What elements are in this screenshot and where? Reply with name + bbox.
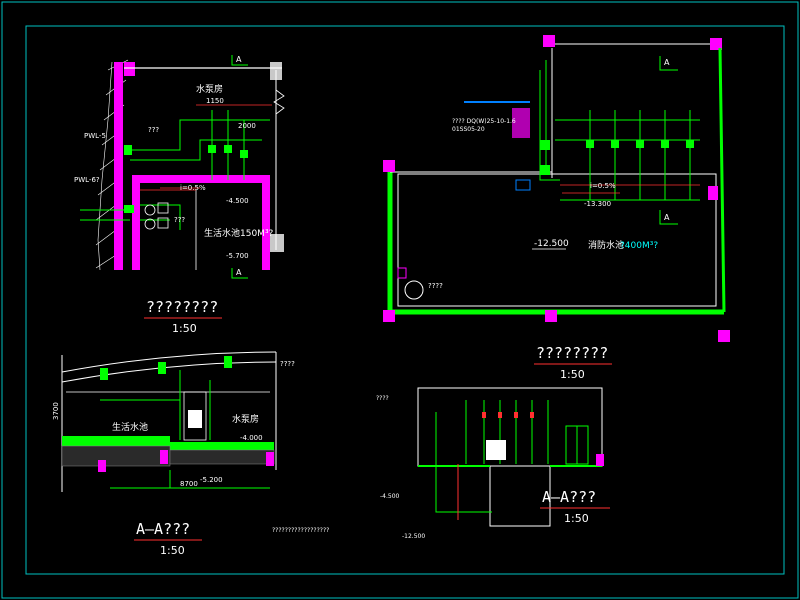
fire-tank-volume: ?400M³?: [620, 241, 658, 251]
drain-label-right: ????: [428, 282, 443, 290]
wall-left-outer: [114, 62, 123, 270]
column-right-5: [718, 330, 730, 342]
section-right-scale: 1:50: [564, 512, 589, 525]
section-marker-right-top: [659, 56, 678, 71]
section-right-q: ????: [376, 395, 389, 402]
section-mark-right-bottom: A: [664, 213, 670, 222]
level-left-b: -5.700: [226, 252, 249, 260]
section-left-tank: 生活水池: [112, 421, 148, 433]
level-left-a: -4.500: [226, 197, 249, 205]
section-left-room: 水泵房: [232, 413, 259, 425]
fire-tank-level: -12.500: [534, 239, 569, 249]
leaders-left: [140, 104, 272, 191]
column-section-3: [98, 460, 106, 472]
label-pwl-a: PWL-6?: [74, 176, 100, 184]
tank-slab-left: [62, 436, 170, 446]
pump-model-label: ???? DQ(W)25-10-1.6: [452, 118, 516, 125]
fire-tank-outline: [397, 173, 717, 307]
pipes-section-right: [435, 400, 549, 513]
label-q1: ???: [148, 126, 159, 134]
section-marker-top: [231, 55, 248, 66]
pump-box-right: [512, 108, 530, 138]
wall-column-tl: [124, 62, 135, 76]
section-mark-a-top: A: [236, 55, 242, 64]
column-section-2: [266, 452, 274, 466]
wall-right-column-tr: [710, 38, 722, 50]
plan-left-scale: 1:50: [172, 322, 197, 335]
pump-section-right: [486, 440, 506, 460]
section-mark-a-bottom: A: [236, 268, 242, 277]
break-line: [273, 89, 285, 115]
section-left-dim-total: 8700: [180, 480, 198, 488]
roof-line-2: [61, 361, 277, 383]
plan-left-title: ????????: [146, 298, 218, 316]
fire-tank-label: 消防水池: [588, 239, 624, 251]
section-left: 生活水池 水泵房 8700 -4.000 -5.200 3700 ???? A—…: [52, 351, 329, 557]
slope-left: i=0.5%: [180, 184, 206, 192]
ground-hatch-right: [169, 449, 275, 465]
section-marker-right-bottom: [659, 210, 678, 225]
section-right-level-b: -12.500: [402, 533, 425, 540]
section-left-scale: 1:50: [160, 544, 185, 557]
bottom-note: ??????????????????: [272, 527, 329, 534]
section-right-title: A—A???: [542, 488, 596, 506]
level-right-small: -13.300: [584, 200, 611, 208]
pipes-section-left: [100, 370, 270, 489]
section-left-level-b: -5.200: [200, 476, 223, 484]
pipe-fittings-section-right: [482, 412, 534, 418]
roof-block-3: [224, 356, 232, 368]
plan-right-scale: 1:50: [560, 368, 585, 381]
earth-hatch-left: [95, 59, 129, 271]
pump-section: [183, 391, 207, 441]
sump-right: [397, 267, 424, 300]
roof-block-2: [158, 362, 166, 374]
column-right-1: [383, 160, 395, 172]
section-right-frame: [417, 387, 603, 467]
section-left-level-a: -4.000: [240, 434, 263, 442]
roof-line: [61, 351, 277, 373]
pumps-left: [144, 202, 169, 230]
wall-right-east: [718, 47, 726, 313]
section-right-pit: [489, 465, 551, 527]
label-pwl: PWL-5: [84, 132, 106, 140]
room-label-pump: 水泵房: [196, 83, 223, 95]
dim-2000: 2000: [238, 122, 256, 130]
column-right-4: [708, 186, 718, 200]
section-left-dim-v: 3700: [52, 402, 60, 420]
inner-frame: [25, 25, 785, 575]
wall-right-column-tl: [543, 35, 555, 47]
slope-right: i=0.5%: [590, 182, 616, 190]
pump-motor: [188, 410, 202, 428]
label-q2: ???: [174, 216, 185, 224]
pipes-plan-right: [539, 60, 700, 201]
tank-slab-right: [170, 442, 274, 450]
section-left-note-right: ????: [280, 360, 295, 368]
pump-std-label: 01SS05-20: [452, 126, 485, 133]
column-right-2: [383, 310, 395, 322]
pipe-fittings-left: [124, 145, 248, 213]
plan-right-title: ????????: [536, 344, 608, 362]
section-marker-bottom: [231, 268, 248, 279]
plan-right: A A ???? DQ(W)25-10-1.6 01SS05-20 消防水池 ?…: [383, 35, 730, 381]
section-mark-right-top: A: [664, 58, 670, 67]
leaders-right: [560, 184, 700, 194]
pipe-fittings-right: [540, 140, 694, 175]
roof-block-1: [100, 368, 108, 380]
tank-label-domestic: 生活水池150M³?: [204, 227, 274, 239]
section-left-title: A—A???: [136, 520, 190, 538]
section-right-column: [596, 454, 604, 466]
dim-1150: 1150: [206, 97, 224, 105]
pump-box-right-2: [515, 179, 531, 191]
section-right: -4.500 -12.500 ???? A—A??? 1:50: [376, 387, 610, 540]
section-right-level-a: -4.500: [380, 493, 400, 500]
column-section-1: [160, 450, 168, 464]
column-right-3: [545, 310, 557, 322]
plan-left: A A 水泵房 生活水池150M³? PWL-5 PWL-6? 1150 200…: [74, 55, 285, 335]
wall-column-br: [270, 234, 284, 252]
ground-hatch-left: [61, 445, 171, 467]
